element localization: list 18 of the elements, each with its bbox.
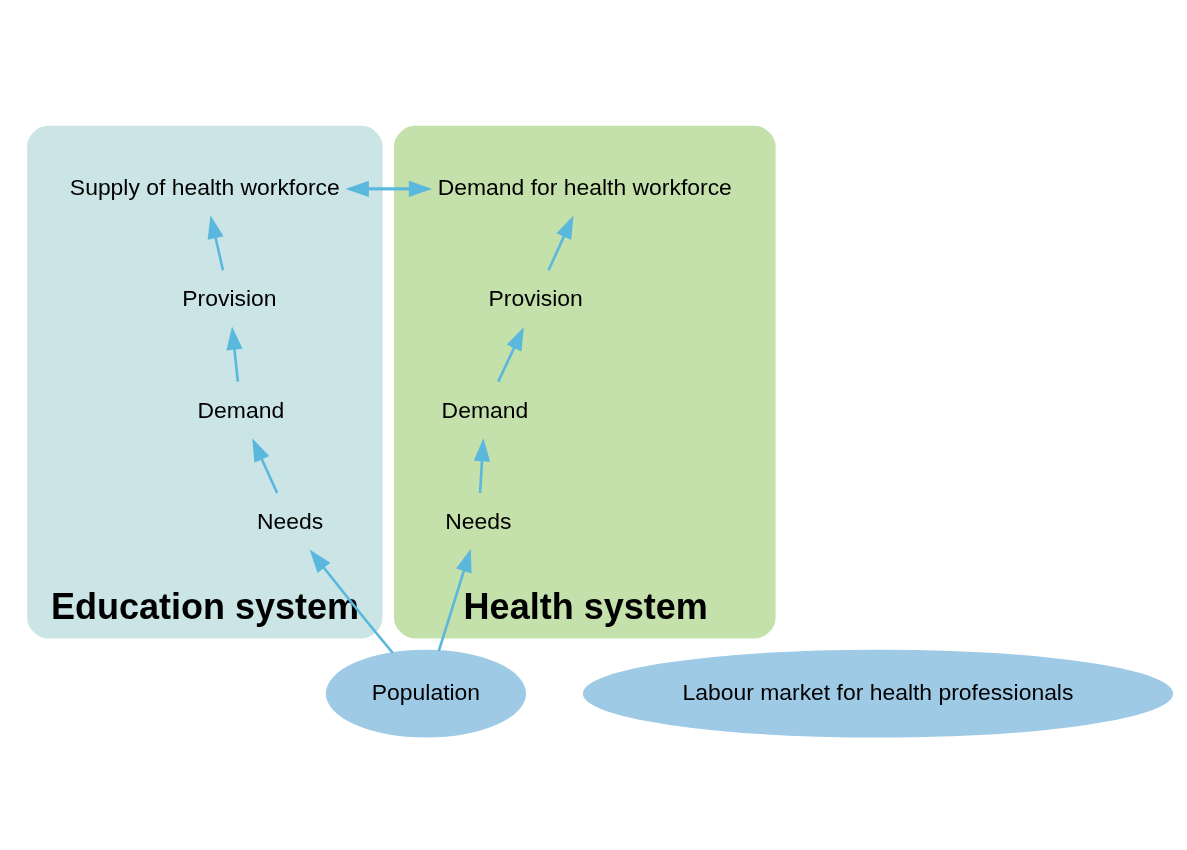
arrow [473,437,491,494]
node-text: Provision [182,285,277,312]
arrow [226,326,243,382]
node-text: Demand [441,396,529,423]
node-ellipse: Population [325,649,527,738]
node-text: Needs [445,508,512,535]
node-ellipse: Labour market for health professionals [582,649,1174,738]
node-text: Demand for health workforce [437,173,732,200]
arrow [309,549,394,654]
arrow [252,438,279,494]
node-text: Supply of health workforce [69,173,340,200]
node-text: Demand [197,396,285,423]
arrow [547,215,574,271]
arrow [497,326,524,383]
node-text: Provision [488,285,583,312]
arrow [207,215,225,271]
arrow [437,548,472,652]
node-text: Needs [256,508,324,535]
